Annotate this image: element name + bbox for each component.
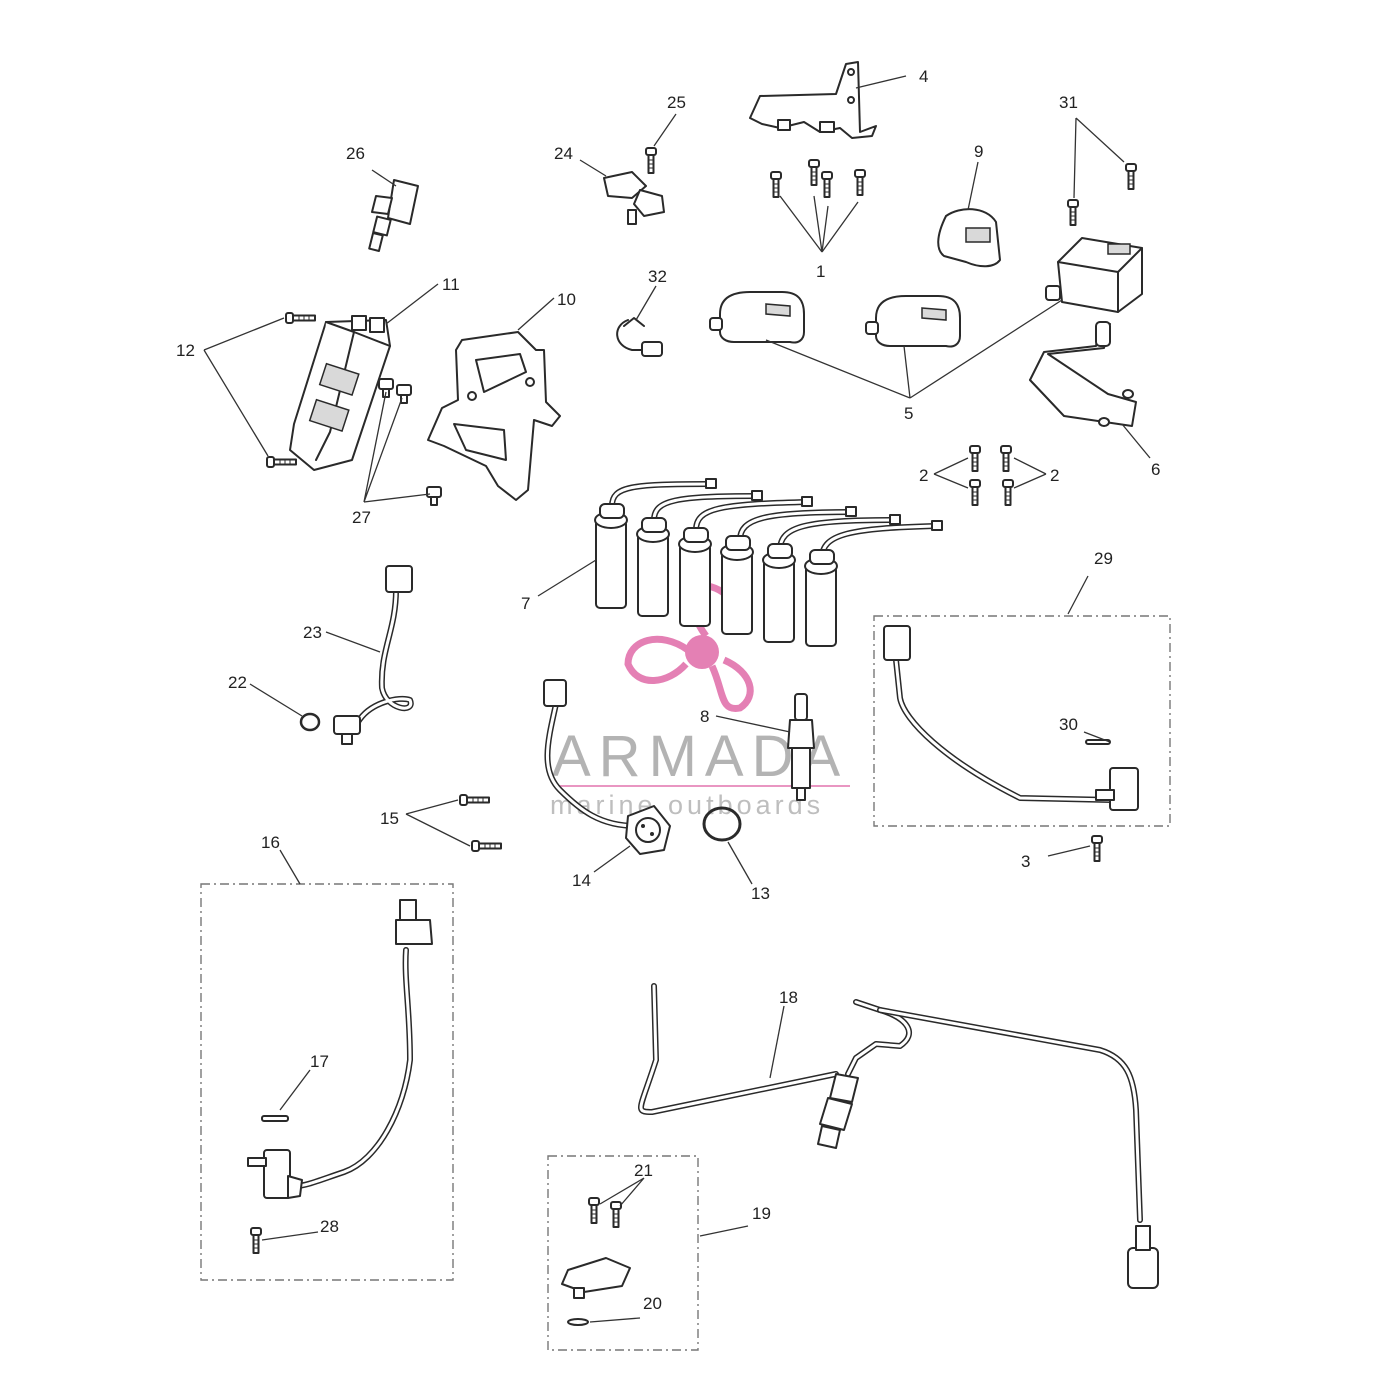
part-32-clip: [616, 317, 663, 357]
callout-label: 15: [380, 809, 399, 828]
callout-label: 20: [643, 1294, 662, 1313]
part-5-coil-pack: [709, 291, 805, 344]
part-2-bolt: [1000, 445, 1012, 472]
part-21-screw: [588, 1197, 600, 1224]
part-17-o-ring: [261, 1115, 289, 1122]
callout-label: 24: [554, 144, 573, 163]
callout-label: 16: [261, 833, 280, 852]
callout-label: 13: [751, 884, 770, 903]
part-13-o-ring: [702, 806, 742, 842]
part-25-screw: [645, 147, 657, 174]
part-19-kit-outline: [547, 1155, 699, 1351]
part-6-coil-bracket: [1029, 321, 1137, 427]
part-24-sensor: [603, 171, 665, 225]
callout-label: 9: [974, 142, 983, 161]
callout-label: 25: [667, 93, 686, 112]
part-26-sensor: [368, 179, 419, 252]
callout-label: 19: [752, 1204, 771, 1223]
callout-label: 21: [634, 1161, 653, 1180]
part-27-grommet: [396, 384, 412, 404]
part-11-control-module: [289, 315, 391, 471]
part-27-grommet: [426, 486, 442, 506]
callout-label: 10: [557, 290, 576, 309]
part-2-bolt: [1002, 479, 1014, 506]
callout-label: 7: [521, 594, 530, 613]
callout-label: 3: [1021, 852, 1030, 871]
part-23-sensor-lead: [333, 565, 414, 745]
callout-label: 4: [919, 67, 928, 86]
part-14-sensor-with-lead: [543, 679, 671, 855]
part-4-bracket: [749, 61, 877, 139]
logo-blade: [708, 656, 754, 712]
part-1-bolt: [808, 159, 820, 186]
part-18-sensor-harness: [638, 983, 1159, 1289]
callout-label: 28: [320, 1217, 339, 1236]
part-31-bolt: [1067, 199, 1079, 226]
part-3-screw: [1091, 835, 1103, 862]
logo-blade: [624, 635, 691, 684]
callout-label: 1: [816, 262, 825, 281]
callout-label: 31: [1059, 93, 1078, 112]
callout-label: 12: [176, 341, 195, 360]
part-10-mounting-plate: [427, 331, 561, 501]
part-29-kit-outline: [873, 615, 1171, 827]
part-15-screw: [471, 840, 502, 852]
callout-label: 22: [228, 673, 247, 692]
part-1-bolt: [770, 171, 782, 198]
part-12-screw: [285, 312, 316, 324]
part-8-spark-plug: [787, 693, 815, 801]
callout-label: 23: [303, 623, 322, 642]
leader-lines: [203, 75, 1151, 1323]
callout-label: 26: [346, 144, 365, 163]
part-2-bolt: [969, 445, 981, 472]
callout-label: 6: [1151, 460, 1160, 479]
part-29-sensor-lead: [883, 625, 1139, 811]
part-1-bolt: [821, 171, 833, 198]
part-9-coil-cover: [937, 208, 1001, 268]
part-28-screw: [250, 1227, 262, 1254]
callout-label: 17: [310, 1052, 329, 1071]
part-16-kit-outline: [200, 883, 454, 1281]
callout-label: 18: [779, 988, 798, 1007]
part-31-bolt: [1125, 163, 1137, 190]
part-2-bolt: [969, 479, 981, 506]
callout-label: 30: [1059, 715, 1078, 734]
part-5-coil-pack: [865, 295, 961, 348]
callout-label: 11: [442, 275, 460, 294]
callout-label: 14: [572, 871, 591, 890]
part-12-screw: [266, 456, 297, 468]
part-20-o-ring: [567, 1318, 589, 1326]
part-21-screw: [610, 1201, 622, 1228]
callout-label: 27: [352, 508, 371, 527]
part-1-bolt: [854, 169, 866, 196]
part-22-o-ring: [299, 712, 321, 732]
part-7-ignition-leads: [594, 478, 943, 647]
part-5-coil-pack: [1045, 237, 1143, 313]
callout-label: 8: [700, 707, 709, 726]
callout-label: 29: [1094, 549, 1113, 568]
callout-label: 32: [648, 267, 667, 286]
callout-label: 2: [919, 466, 928, 485]
callout-label: 2: [1050, 466, 1059, 485]
callout-label: 5: [904, 404, 913, 423]
part-16-sensor-lead: [247, 899, 433, 1199]
part-19-sensor: [561, 1257, 631, 1299]
part-15-screw: [459, 794, 490, 806]
logo-hub: [685, 635, 719, 669]
